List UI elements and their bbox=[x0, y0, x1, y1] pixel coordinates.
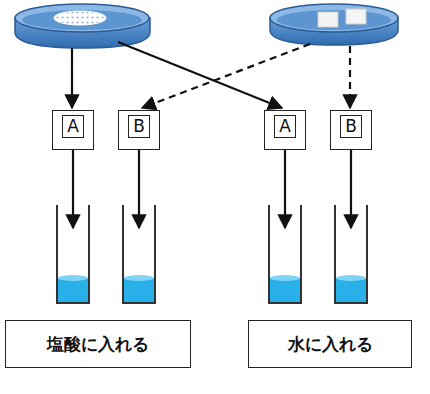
arrow bbox=[72, 42, 350, 108]
sample-letter: B bbox=[128, 115, 150, 138]
sample-letter: A bbox=[274, 115, 296, 138]
condition-box: 塩酸に入れる bbox=[5, 320, 191, 368]
petri-dish bbox=[270, 4, 398, 45]
condition-box: 水に入れる bbox=[248, 320, 412, 368]
sample-box: B bbox=[118, 110, 160, 150]
condition-label: 水に入れる bbox=[288, 333, 373, 355]
test-tube bbox=[57, 150, 89, 303]
sample-letter: B bbox=[340, 115, 362, 138]
sample-box: B bbox=[330, 110, 372, 150]
test-tube bbox=[335, 150, 367, 303]
sample-letter: A bbox=[62, 115, 84, 138]
condition-label: 塩酸に入れる bbox=[47, 333, 149, 355]
test-tube bbox=[123, 150, 155, 303]
sample-box: A bbox=[264, 110, 306, 150]
petri-dish bbox=[15, 4, 150, 48]
test-tube bbox=[269, 150, 301, 303]
sample-box: A bbox=[52, 110, 94, 150]
